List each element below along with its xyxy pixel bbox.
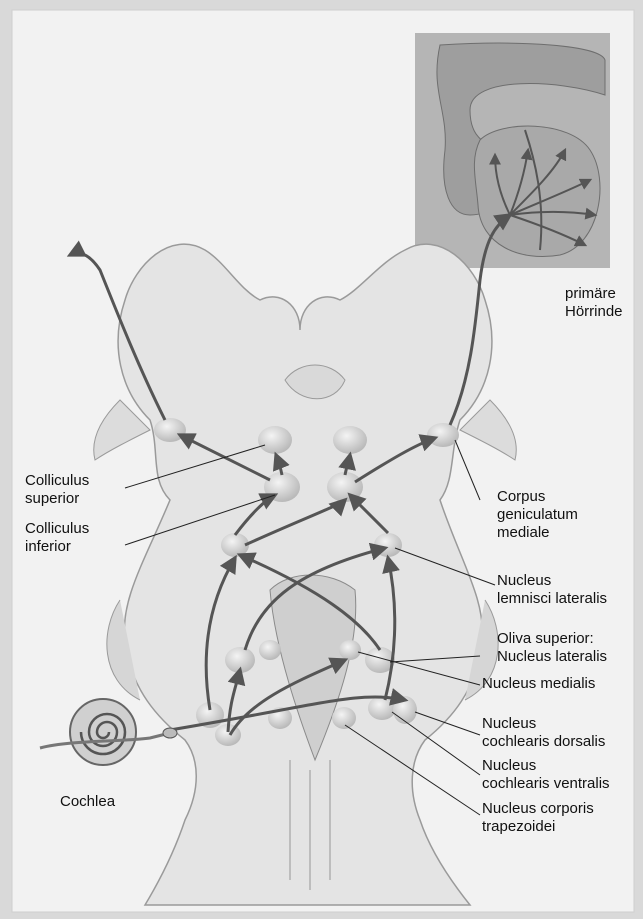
colliculus-superior-right xyxy=(333,426,367,454)
label-text: cochlearis dorsalis xyxy=(482,733,605,751)
label-text: Nucleus corporis xyxy=(482,800,594,818)
cortex-gyrus-lower xyxy=(474,126,600,256)
cochlearis-dorsalis-right xyxy=(368,696,396,720)
auditory-cortex-inset xyxy=(415,33,610,268)
label-nucleus-lemnisci: Nucleus lemnisci lateralis xyxy=(497,572,607,608)
oliva-lateralis-left xyxy=(225,647,255,673)
label-corpus-geniculatum: Corpus geniculatum mediale xyxy=(497,488,578,542)
label-text: geniculatum xyxy=(497,506,578,524)
label-text: cochlearis ventralis xyxy=(482,775,610,793)
nucleus-geniculatum-right xyxy=(427,423,459,447)
oliva-medialis-left xyxy=(259,640,281,660)
label-text: Nucleus medialis xyxy=(482,675,595,693)
label-text: Nucleus lateralis xyxy=(497,648,607,666)
label-cochlearis-dorsalis: Nucleus cochlearis dorsalis xyxy=(482,715,605,751)
nucleus-lemnisci-right xyxy=(374,533,402,557)
trapezoid-right xyxy=(332,707,356,729)
label-text: primäre xyxy=(565,285,623,303)
label-text: Colliculus xyxy=(25,520,89,538)
label-text: Nucleus xyxy=(482,715,605,733)
nucleus-geniculatum-left xyxy=(154,418,186,442)
label-text: Hörrinde xyxy=(565,303,623,321)
nucleus-lemnisci-left xyxy=(221,533,249,557)
label-text: lemnisci lateralis xyxy=(497,590,607,608)
cochlearis-ventralis-right xyxy=(393,696,417,724)
label-oliva-superior: Oliva superior: Nucleus lateralis xyxy=(497,630,607,666)
label-text: Cochlea xyxy=(60,793,115,811)
label-text: Nucleus xyxy=(482,757,610,775)
label-colliculus-inferior: Colliculus inferior xyxy=(25,520,89,556)
label-text: Nucleus xyxy=(497,572,607,590)
label-text: Oliva superior: xyxy=(497,630,607,648)
label-text: Colliculus xyxy=(25,472,89,490)
colliculus-superior-left xyxy=(258,426,292,454)
label-primare-horrinde: primäre Hörrinde xyxy=(565,285,623,321)
label-text: mediale xyxy=(497,524,578,542)
label-text: Corpus xyxy=(497,488,578,506)
label-text: trapezoidei xyxy=(482,818,594,836)
label-cochlearis-ventralis: Nucleus cochlearis ventralis xyxy=(482,757,610,793)
oliva-medialis-right xyxy=(339,640,361,660)
label-cochlea: Cochlea xyxy=(60,793,115,811)
label-corporis-trapezoidei: Nucleus corporis trapezoidei xyxy=(482,800,594,836)
label-nucleus-medialis: Nucleus medialis xyxy=(482,675,595,693)
spiral-ganglion xyxy=(163,728,177,738)
label-text: inferior xyxy=(25,538,89,556)
label-text: superior xyxy=(25,490,89,508)
label-colliculus-superior: Colliculus superior xyxy=(25,472,89,508)
colliculus-inferior-right xyxy=(327,472,363,502)
